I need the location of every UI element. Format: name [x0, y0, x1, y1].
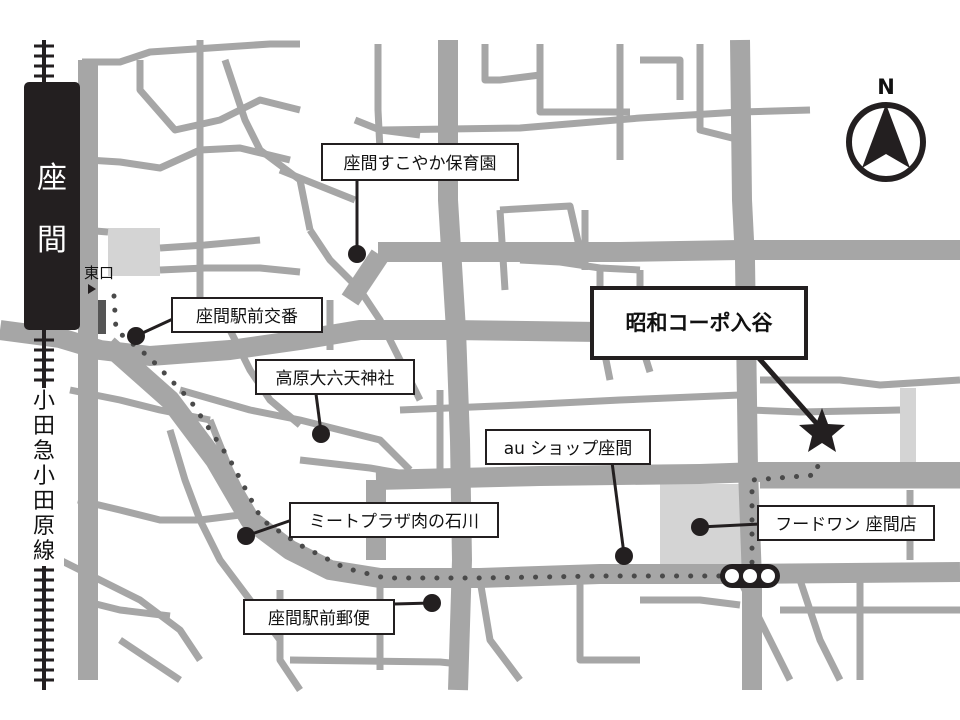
destination-label: 昭和コーポ入谷 [626, 311, 774, 335]
station-name-char-1: 座 [37, 161, 67, 196]
east-exit-label: 東口 [84, 264, 114, 282]
nursery-label: 座間すこやか保育園 [344, 154, 497, 174]
post-office-label: 座間駅前郵便 [268, 609, 370, 629]
station-name-char-2: 間 [37, 223, 67, 258]
station-plaza-block [108, 228, 160, 276]
landmark-butcher: ミートプラザ肉の石川 [237, 502, 499, 545]
shrine-label: 高原大六天神社 [276, 369, 395, 389]
landmark-nursery: 座間すこやか保育園 [321, 143, 519, 263]
landmark-koban: 座間駅前交番 [127, 297, 323, 345]
butcher-label: ミートプラザ肉の石川 [309, 512, 479, 532]
landmark-post-office: 座間駅前郵便 [243, 594, 441, 635]
north-arrow: N [846, 75, 926, 182]
nursery-marker [348, 245, 366, 263]
au-shop-label: au ショップ座間 [504, 439, 633, 459]
post-office-marker [423, 594, 441, 612]
minor-roads [58, 40, 960, 692]
au-shop-marker [615, 547, 633, 565]
koban-label: 座間駅前交番 [196, 307, 298, 327]
north-arrow-icon [862, 104, 910, 168]
destination-star-icon [799, 408, 845, 452]
railway-char-7: 線 [33, 539, 55, 564]
railway-char-5: 田 [33, 489, 55, 514]
north-label: N [877, 75, 895, 99]
railway-char-1: 小 [33, 389, 55, 414]
traffic-signal-icon [720, 564, 780, 588]
railway-char-4: 小 [33, 464, 55, 489]
supermarket-marker [691, 518, 709, 536]
small-block [900, 388, 916, 468]
landmark-shrine: 高原大六天神社 [255, 359, 415, 443]
butcher-marker [237, 527, 255, 545]
shrine-marker [312, 425, 330, 443]
railway-char-2: 田 [33, 414, 55, 439]
landmark-au-shop: au ショップ座間 [485, 429, 651, 565]
east-exit-gate [98, 300, 106, 334]
railway-line-label: 小 田 急 小 田 原 線 [33, 389, 55, 564]
destination-callout: 昭和コーポ入谷 [590, 286, 845, 452]
east-exit-arrow-icon [88, 284, 96, 294]
station-box: 座 間 [24, 82, 80, 330]
supermarket-label: フードワン 座間店 [775, 515, 916, 535]
railway-line: 小 田 急 小 田 原 線 [24, 40, 64, 690]
koban-marker [127, 327, 145, 345]
major-roads [0, 39, 960, 691]
railway-char-3: 急 [33, 439, 55, 464]
destination-box [590, 286, 808, 360]
route-path [111, 293, 821, 581]
landmark-supermarket: フードワン 座間店 [691, 505, 935, 541]
railway-char-6: 原 [33, 514, 55, 539]
